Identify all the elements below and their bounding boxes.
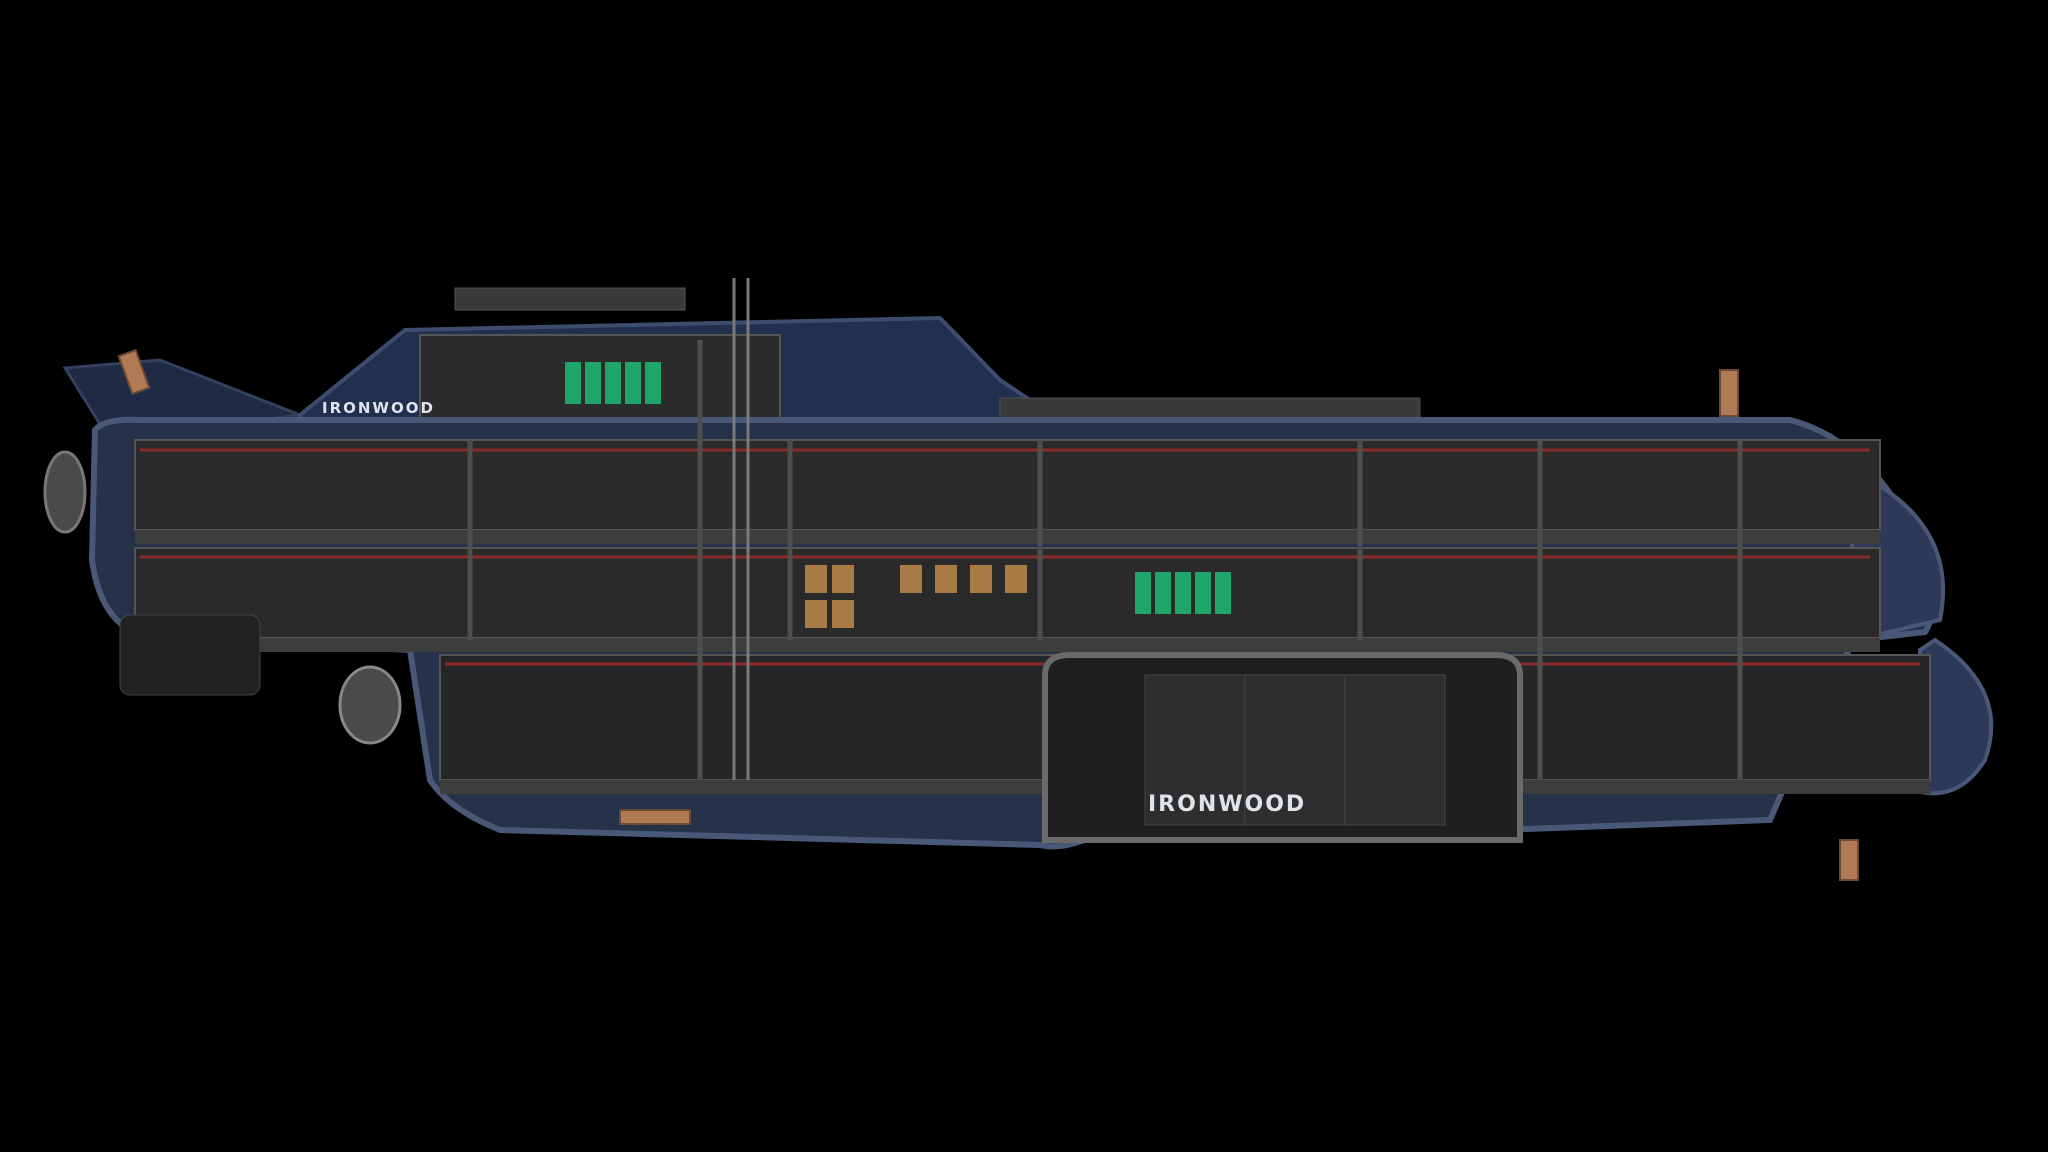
bulkheads	[467, 340, 1743, 780]
tail-name-label: IRONWOOD	[322, 399, 435, 417]
upper-deck-floor	[135, 530, 1880, 544]
middle-deck-floor	[135, 638, 1880, 652]
weapon-mounts	[117, 348, 1859, 881]
reactor-rods-upper	[565, 362, 661, 404]
stern-engine	[43, 450, 402, 745]
cargo-bay	[1042, 652, 1523, 843]
hull-name-label: IRONWOOD	[1148, 792, 1306, 817]
bow-lower-cap	[1918, 637, 1994, 796]
ladder	[732, 278, 750, 780]
supply-cabinets	[805, 565, 1027, 628]
upper-deck-interior	[134, 439, 1881, 531]
reactor-rods-middle	[1135, 572, 1231, 614]
upper-deck-plating	[999, 397, 1421, 421]
conning-tower	[298, 287, 1067, 431]
